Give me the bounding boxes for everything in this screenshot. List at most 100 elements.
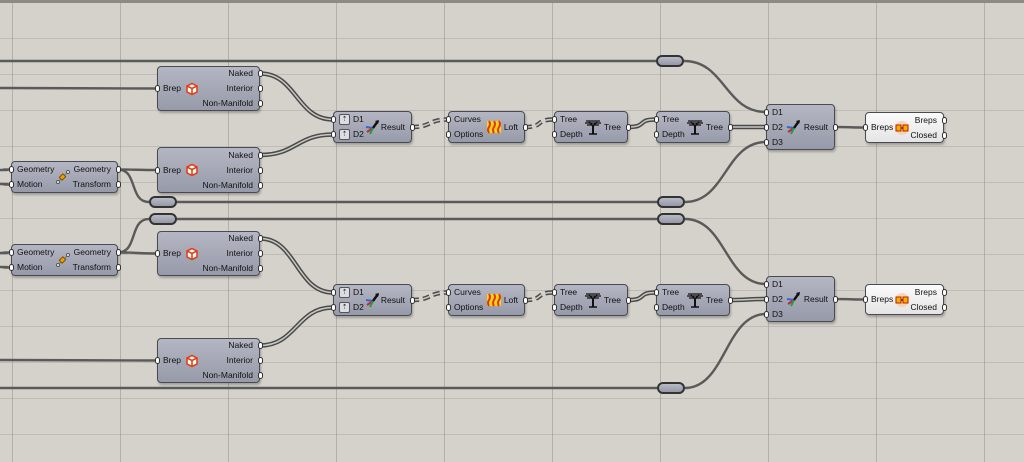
output-port-grip[interactable]	[941, 131, 947, 139]
input-d1[interactable]: D1	[772, 277, 783, 292]
output-naked[interactable]: Naked	[228, 231, 253, 246]
input-depth[interactable]: Depth	[560, 127, 583, 142]
output-geometry[interactable]: Geometry	[74, 245, 111, 260]
output-result[interactable]: Result	[381, 293, 405, 308]
output-geometry[interactable]: Geometry	[74, 162, 111, 177]
output-port-grip[interactable]	[257, 100, 263, 107]
relay-node[interactable]	[149, 213, 177, 225]
input-tree[interactable]: Tree	[560, 285, 577, 300]
input-port-grip[interactable]	[551, 131, 557, 138]
input-tree[interactable]: Tree	[662, 285, 679, 300]
input-d2[interactable]: D2	[772, 120, 783, 135]
input-port-grip[interactable]	[862, 296, 868, 303]
output-port-grip[interactable]	[832, 295, 838, 303]
input-port-grip[interactable]	[551, 116, 557, 123]
output-interior[interactable]: Interior	[227, 81, 253, 96]
input-brep[interactable]: Brep	[163, 353, 181, 368]
output-non-manifold[interactable]: Non-Manifold	[202, 368, 253, 383]
relay-node[interactable]	[657, 213, 685, 225]
input-port-grip[interactable]	[154, 85, 160, 92]
output-breps[interactable]: Breps	[915, 113, 937, 128]
output-port-grip[interactable]	[941, 288, 947, 296]
output-result[interactable]: Result	[804, 292, 828, 307]
relay-node[interactable]	[656, 55, 684, 67]
input-d3[interactable]: D3	[772, 307, 783, 322]
output-port-grip[interactable]	[257, 85, 263, 92]
output-loft[interactable]: Loft	[504, 293, 518, 308]
output-transform[interactable]: Transform	[73, 260, 111, 275]
input-port-grip[interactable]	[862, 124, 868, 131]
output-port-grip[interactable]	[115, 264, 121, 271]
output-port-grip[interactable]	[257, 357, 263, 364]
input-port-grip[interactable]	[445, 304, 451, 311]
output-naked[interactable]: Naked	[228, 338, 253, 353]
input-depth[interactable]: Depth	[560, 300, 583, 315]
output-tree[interactable]: Tree	[604, 120, 621, 135]
output-port-grip[interactable]	[522, 123, 528, 131]
output-port-grip[interactable]	[409, 296, 415, 304]
input-port-grip[interactable]	[8, 249, 14, 256]
input-port-grip[interactable]	[154, 357, 160, 364]
input-port-grip[interactable]	[8, 166, 14, 173]
input-curves[interactable]: Curves	[454, 285, 481, 300]
input-port-grip[interactable]	[763, 123, 769, 131]
output-port-grip[interactable]	[257, 342, 263, 349]
input-breps[interactable]: Breps	[871, 292, 893, 307]
output-tree[interactable]: Tree	[706, 293, 723, 308]
input-port-grip[interactable]	[445, 289, 451, 296]
input-port-grip[interactable]	[445, 116, 451, 123]
output-result[interactable]: Result	[381, 120, 405, 135]
input-options[interactable]: Options	[454, 127, 483, 142]
input-d1[interactable]: D1	[772, 105, 783, 120]
output-port-grip[interactable]	[941, 303, 947, 311]
output-breps[interactable]: Breps	[915, 285, 937, 300]
input-d1[interactable]: ⇡D1	[339, 112, 364, 127]
input-port-grip[interactable]	[551, 289, 557, 296]
input-port-grip[interactable]	[763, 108, 769, 116]
output-port-grip[interactable]	[522, 296, 528, 304]
output-port-grip[interactable]	[115, 181, 121, 188]
input-tree[interactable]: Tree	[560, 112, 577, 127]
output-tree[interactable]: Tree	[706, 120, 723, 135]
output-port-grip[interactable]	[625, 123, 631, 131]
input-brep[interactable]: Brep	[163, 246, 181, 261]
output-port-grip[interactable]	[115, 166, 121, 173]
input-breps[interactable]: Breps	[871, 120, 893, 135]
input-motion[interactable]: Motion	[17, 260, 43, 275]
output-interior[interactable]: Interior	[227, 246, 253, 261]
output-non-manifold[interactable]: Non-Manifold	[202, 96, 253, 111]
input-port-grip[interactable]	[551, 304, 557, 311]
input-port-grip[interactable]	[154, 250, 160, 257]
input-geometry[interactable]: Geometry	[17, 245, 54, 260]
input-tree[interactable]: Tree	[662, 112, 679, 127]
input-port-grip[interactable]	[653, 289, 659, 296]
output-non-manifold[interactable]: Non-Manifold	[202, 178, 253, 193]
output-non-manifold[interactable]: Non-Manifold	[202, 261, 253, 276]
input-port-grip[interactable]	[653, 131, 659, 138]
output-port-grip[interactable]	[115, 249, 121, 256]
input-geometry[interactable]: Geometry	[17, 162, 54, 177]
output-closed[interactable]: Closed	[911, 300, 937, 315]
relay-node[interactable]	[657, 382, 685, 394]
output-port-grip[interactable]	[625, 296, 631, 304]
output-port-grip[interactable]	[257, 265, 263, 272]
output-naked[interactable]: Naked	[228, 66, 253, 81]
input-port-grip[interactable]	[763, 138, 769, 146]
